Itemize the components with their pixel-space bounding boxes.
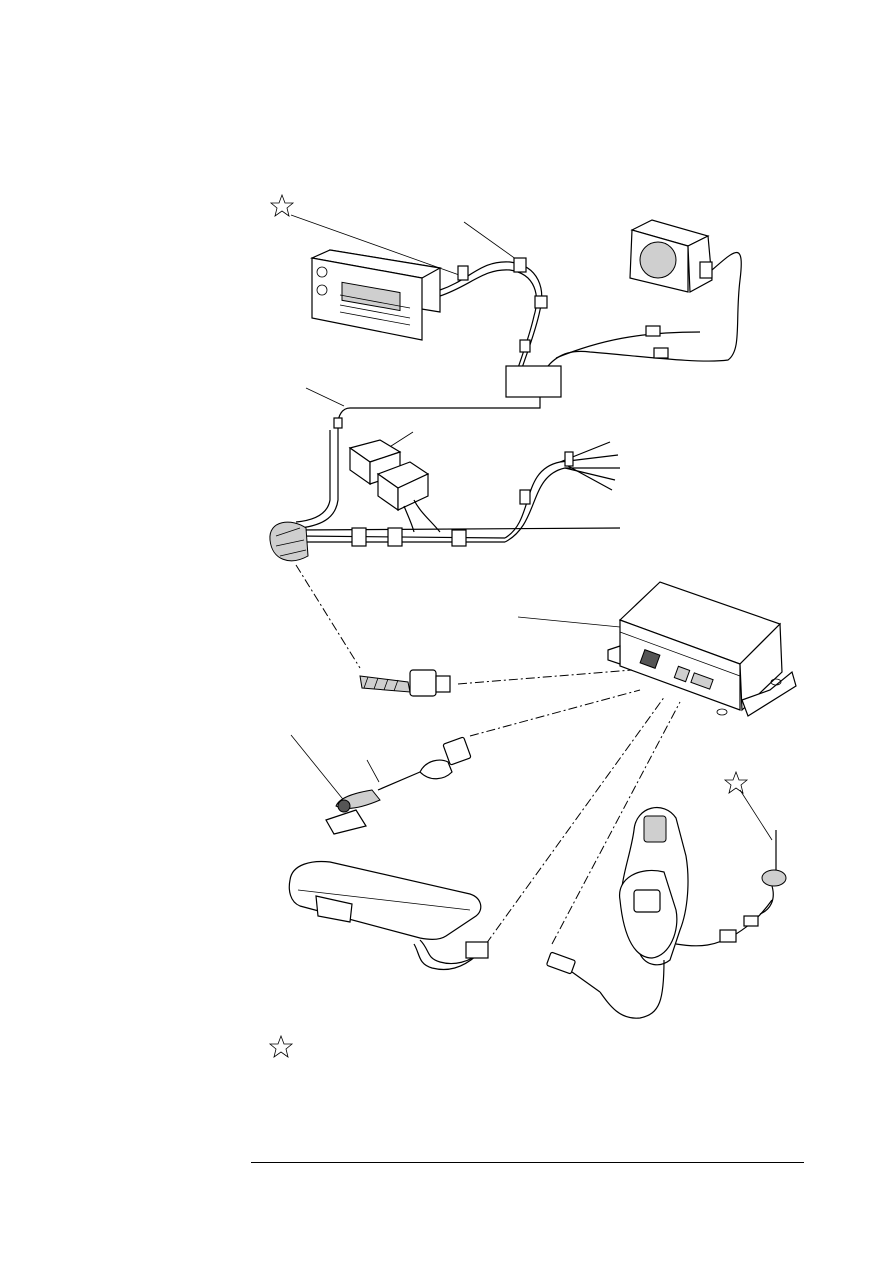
leader-antenna bbox=[739, 789, 773, 841]
harness-connector bbox=[348, 439, 441, 533]
handset bbox=[288, 860, 489, 971]
antenna bbox=[759, 830, 787, 915]
leader-connector bbox=[387, 431, 414, 449]
control-unit bbox=[607, 581, 797, 717]
leader-mic-lead bbox=[366, 759, 380, 783]
leader-antenna-lead bbox=[305, 387, 345, 407]
harness-to-plug bbox=[295, 564, 361, 669]
cradle-to-control bbox=[551, 701, 681, 945]
external-speaker bbox=[629, 219, 713, 293]
leader-cable bbox=[463, 221, 521, 263]
star-marker-antenna bbox=[723, 770, 749, 794]
star-marker-legend bbox=[268, 1034, 294, 1058]
footer-rule bbox=[251, 1162, 804, 1163]
radio-cable bbox=[439, 261, 543, 369]
leader-control-unit bbox=[517, 616, 621, 628]
antenna-lead bbox=[337, 397, 541, 425]
plug-to-control bbox=[457, 669, 633, 685]
leader-radio bbox=[290, 214, 463, 277]
microphone-connector bbox=[359, 669, 451, 697]
mic-to-control bbox=[469, 689, 641, 737]
junction-box bbox=[505, 365, 562, 398]
microphone-plug bbox=[325, 736, 472, 835]
speaker-cable bbox=[547, 251, 742, 367]
radio-unit bbox=[309, 249, 442, 341]
cradle-plug bbox=[546, 951, 601, 993]
leader-mic bbox=[290, 734, 347, 804]
star-marker-radio bbox=[269, 193, 295, 217]
handset-cradle bbox=[599, 807, 773, 1019]
wiring-harness bbox=[269, 428, 621, 562]
